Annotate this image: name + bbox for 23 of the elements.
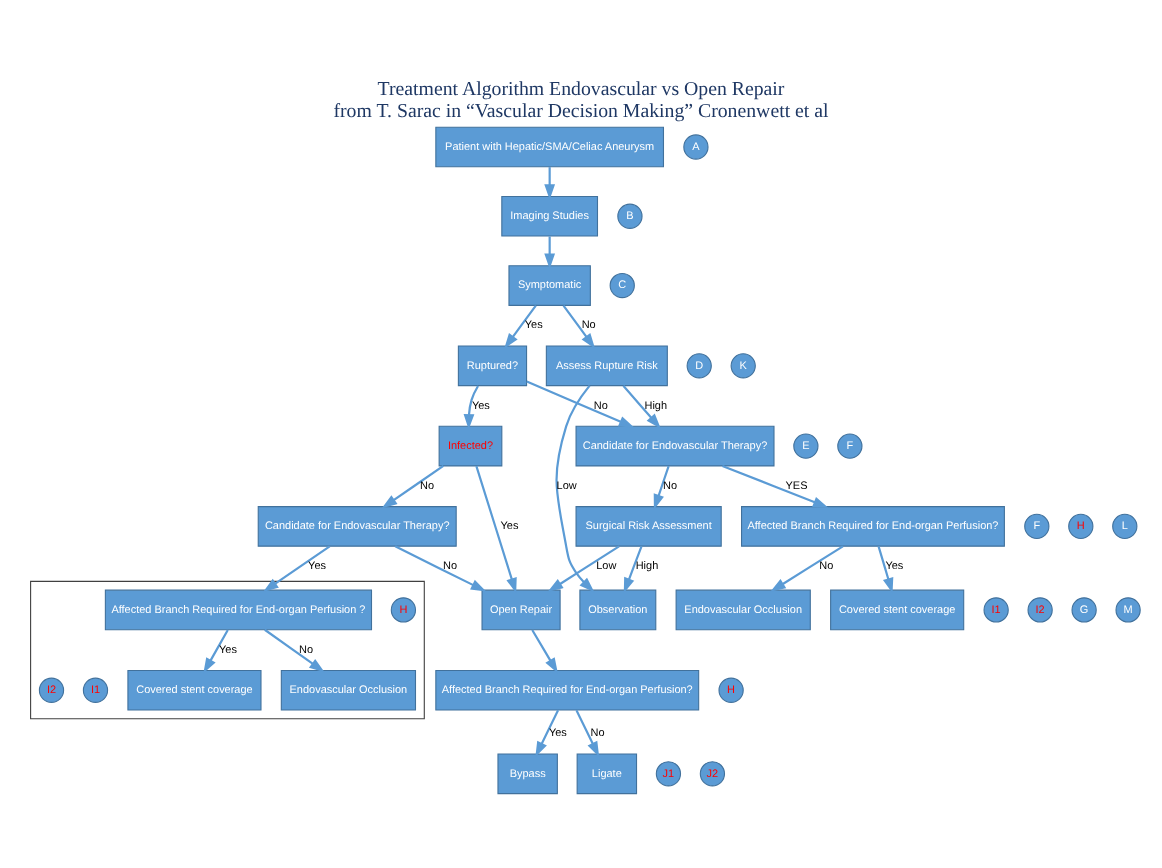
arrow bbox=[653, 465, 670, 510]
arrow bbox=[463, 385, 479, 430]
arrow bbox=[555, 385, 595, 593]
arrow bbox=[263, 545, 331, 592]
arrow bbox=[877, 546, 894, 594]
arrow bbox=[535, 709, 560, 757]
arrow bbox=[504, 304, 537, 349]
arrow bbox=[394, 545, 487, 592]
arrow bbox=[203, 629, 229, 674]
arrow bbox=[623, 545, 643, 594]
caption: from T. Sarac in “Vascular Decision Making” Cronenwett et al bbox=[333, 100, 829, 123]
arrow bbox=[547, 545, 620, 592]
arrow bbox=[562, 304, 596, 349]
arrow bbox=[526, 380, 635, 428]
diagram-title: Treatment Algorithm Endovascular vs Open Repair bbox=[377, 78, 785, 101]
arrow bbox=[531, 629, 558, 674]
arrow bbox=[475, 465, 517, 594]
arrow bbox=[264, 628, 325, 673]
arrow bbox=[722, 464, 829, 508]
arrow bbox=[770, 545, 844, 592]
arrow bbox=[575, 709, 600, 757]
arrow bbox=[381, 465, 444, 509]
arrow bbox=[622, 385, 661, 429]
